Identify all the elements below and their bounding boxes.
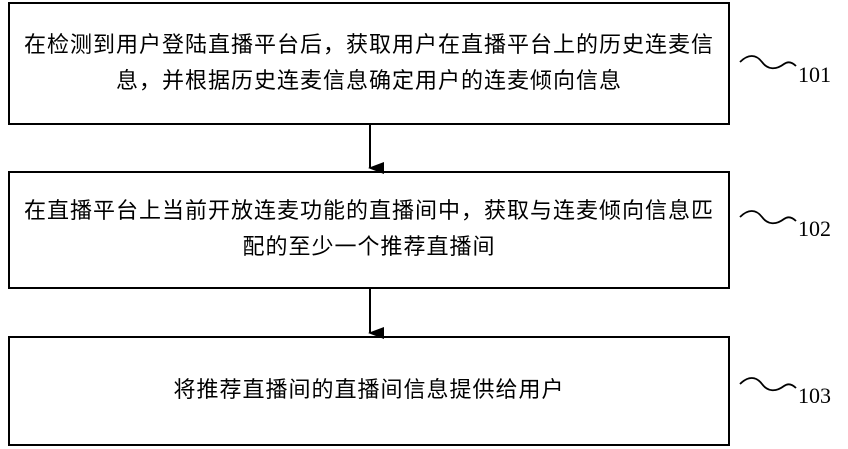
step-text-102: 在直播平台上当前开放连麦功能的直播间中，获取与连麦倾向信息匹配的至少一个推荐直播… — [10, 194, 728, 266]
step-box-101: 在检测到用户登陆直播平台后，获取用户在直播平台上的历史连麦信息，并根据历史连麦信… — [8, 2, 730, 125]
callout-squiggle-103 — [740, 378, 796, 390]
step-label-102: 102 — [798, 217, 831, 241]
step-text-101: 在检测到用户登陆直播平台后，获取用户在直播平台上的历史连麦信息，并根据历史连麦信… — [10, 28, 728, 100]
step-box-102: 在直播平台上当前开放连麦功能的直播间中，获取与连麦倾向信息匹配的至少一个推荐直播… — [8, 171, 730, 289]
step-label-103: 103 — [798, 384, 831, 408]
callout-squiggle-101 — [740, 56, 796, 68]
step-box-103: 将推荐直播间的直播间信息提供给用户 — [8, 336, 730, 446]
step-text-103: 将推荐直播间的直播间信息提供给用户 — [159, 373, 578, 409]
callout-squiggle-102 — [740, 211, 796, 223]
step-label-101: 101 — [798, 63, 831, 87]
